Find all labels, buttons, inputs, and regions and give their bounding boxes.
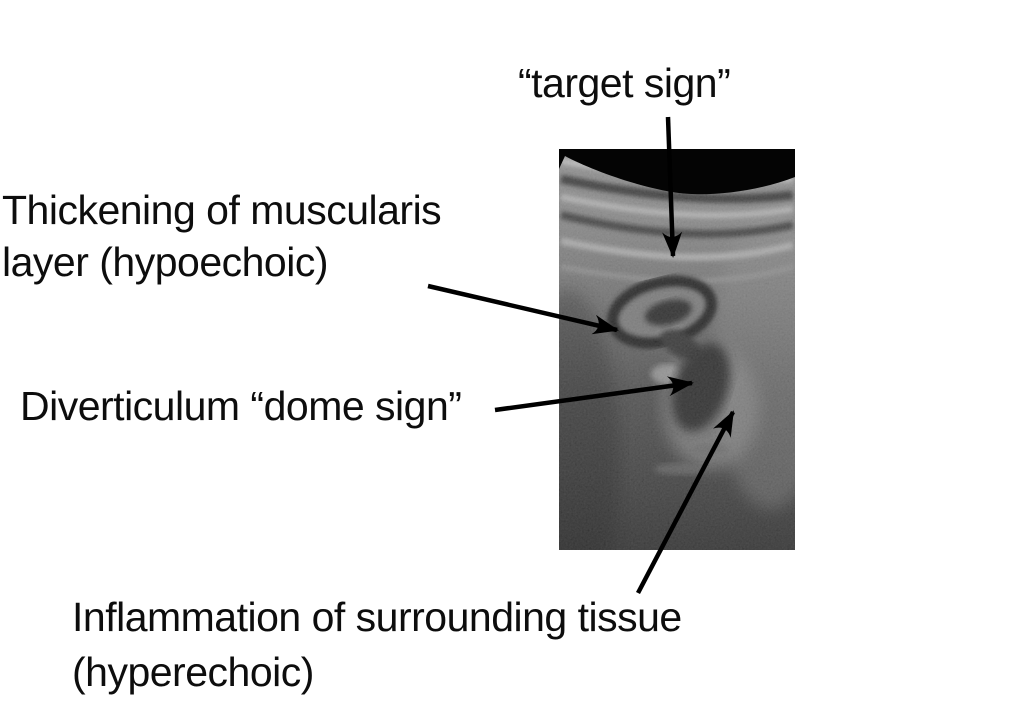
ultrasound-svg <box>515 149 829 629</box>
label-target-sign-text: “target sign” <box>518 60 731 106</box>
label-dome-sign: Diverticulum “dome sign” <box>20 380 462 432</box>
label-dome-sign-text: Diverticulum “dome sign” <box>20 383 462 429</box>
label-target-sign: “target sign” <box>518 57 731 109</box>
label-inflammation-line2: (hyperechoic) <box>72 649 314 695</box>
label-inflammation-line1: Inflammation of surrounding tissue <box>72 594 682 640</box>
label-muscularis-thickening: Thickening of muscularis layer (hypoecho… <box>2 184 442 288</box>
ultrasound-image <box>515 149 829 629</box>
us-probe-arc <box>559 149 795 195</box>
label-muscularis-line2: layer (hypoechoic) <box>2 239 329 285</box>
label-muscularis-line1: Thickening of muscularis <box>2 187 442 233</box>
label-inflammation: Inflammation of surrounding tissue (hype… <box>72 590 682 700</box>
